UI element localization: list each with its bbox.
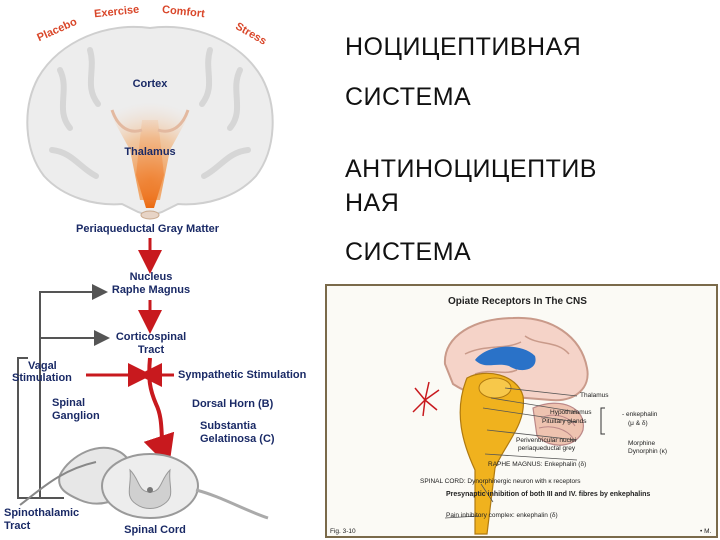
- slide-subtitle-line-2: НАЯ: [345, 189, 400, 217]
- slide-subtitle-line-1: АНТИНОЦИЦЕПТИВ: [345, 155, 597, 183]
- opiate-morphine-label: Morphine: [628, 440, 656, 447]
- cst-label-line-2: Tract: [137, 344, 165, 356]
- opiate-spinal-cord-label: SPINAL CORD: Dynorphinergic neuron with …: [420, 478, 581, 485]
- ganglion-label-line-2: Ganglion: [52, 410, 100, 422]
- sympathetic-label: Sympathetic Stimulation: [178, 369, 307, 381]
- opiate-corner-mark: • M.: [700, 528, 712, 535]
- cortex-label: Cortex: [132, 78, 168, 90]
- sg-label-line-1: Substantia: [200, 420, 257, 432]
- opiate-dynorphin-label: Dynorphin (κ): [628, 448, 668, 455]
- ganglion-label-line-1: Spinal: [52, 397, 86, 409]
- feedback-loops: [17, 284, 110, 499]
- opiate-thalamus-label: Thalamus: [580, 392, 609, 399]
- slide-title-line-2: СИСТЕМА: [345, 83, 472, 111]
- vagal-label-line-1: Vagal: [28, 360, 57, 372]
- opiate-hypothalamus-label: Hypothalamus: [550, 409, 592, 416]
- opiate-periventricular-line-2: periaqueductal grey: [518, 445, 576, 452]
- opiate-periventricular-line-1: Periventricular nuclei: [516, 437, 577, 444]
- opiate-pain-complex-label: Pain inhibitory complex: enkephalin (δ): [446, 512, 558, 519]
- opiate-raphe-label: RAPHE MAGNUS: Enkephalin (δ): [488, 461, 587, 468]
- stt-label-line-1: Spinothalamic: [4, 507, 80, 519]
- sg-label-line-2: Gelatinosa (C): [200, 433, 275, 445]
- slide-title-line-1: НОЦИЦЕПТИВНАЯ: [345, 33, 582, 61]
- vagal-label-line-2: Stimulation: [12, 372, 72, 384]
- dorsal-horn-label: Dorsal Horn (B): [192, 398, 274, 410]
- nrm-label-line-2: Raphe Magnus: [111, 284, 191, 296]
- spinal-cord-section: [19, 446, 269, 520]
- slide-subtitle-line-3: СИСТЕМА: [345, 238, 472, 266]
- stt-label-line-2: Tract: [4, 520, 31, 532]
- descending-pathway-arrows: [86, 238, 175, 468]
- brain-coronal-section: [26, 25, 274, 220]
- cst-label-line-1: Corticospinal: [115, 331, 187, 343]
- thalamus-label: Thalamus: [124, 146, 176, 158]
- pain-pathway-diagram: [17, 25, 274, 520]
- opiate-fig-label: Fig. 3-10: [330, 528, 356, 535]
- opiate-presynaptic-label: Presynaptic inhibition of both III and I…: [446, 491, 651, 498]
- opiate-enkephalin-label: - enkephalin: [622, 411, 658, 418]
- opiate-figure-title: Opiate Receptors In The CNS: [448, 296, 587, 307]
- opiate-pituitary-label: Pituitary glands: [542, 418, 587, 425]
- nrm-label-line-1: Nucleus: [129, 271, 173, 283]
- pag-label: Periaqueductal Gray Matter: [76, 223, 220, 235]
- opiate-receptors-figure: [325, 284, 718, 538]
- opiate-enkephalin-sub: (μ & δ): [628, 420, 648, 427]
- spinal-cord-label: Spinal Cord: [124, 524, 186, 536]
